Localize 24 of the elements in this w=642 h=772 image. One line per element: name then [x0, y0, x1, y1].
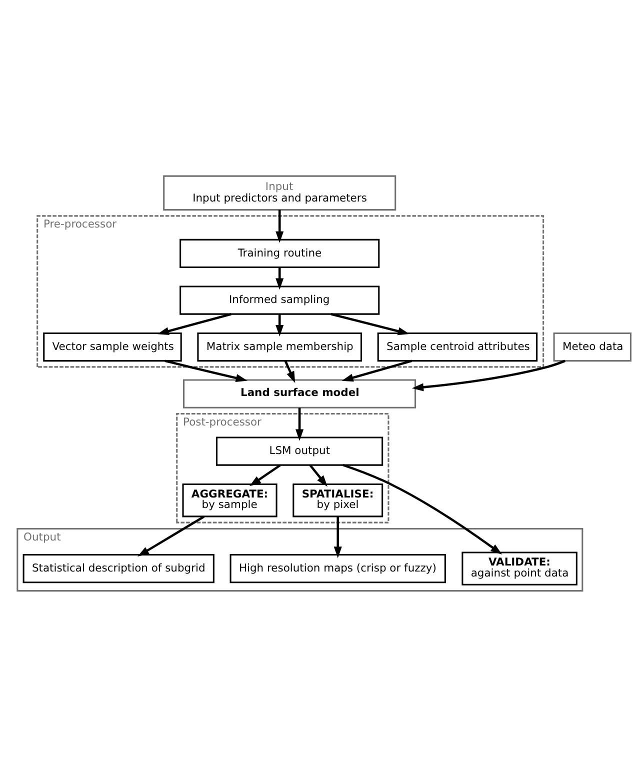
arrow [276, 209, 284, 242]
arrow [284, 360, 296, 382]
node-box: Land surface model [183, 378, 416, 408]
node-box: Vector sample weights [43, 332, 182, 362]
node-box: Sample centroid attributes [377, 332, 538, 362]
arrow [276, 314, 284, 336]
node-box: LSM output [216, 436, 384, 466]
node-box: Matrix sample membership [197, 332, 362, 362]
arrow [276, 266, 284, 290]
node-box: Meteo data [553, 332, 632, 362]
arrow [334, 516, 342, 558]
arrow [309, 464, 328, 486]
node-box: SPATIALISE: by pixel [292, 482, 384, 517]
node-box: VALIDATE: against point data [462, 551, 578, 585]
node-box: High resolution maps (crisp or fuzzy) [230, 554, 446, 583]
node-box: Input Input predictors and parameters [163, 174, 396, 210]
node-box: Training routine [180, 238, 380, 268]
arrow [412, 359, 566, 391]
arrow [138, 515, 205, 556]
node-box: Informed sampling [180, 285, 380, 314]
node-box: Statistical description of subgrid [22, 554, 214, 583]
arrow [296, 407, 304, 440]
node-box: AGGREGATE: by sample [182, 482, 278, 517]
arrow [249, 464, 281, 486]
